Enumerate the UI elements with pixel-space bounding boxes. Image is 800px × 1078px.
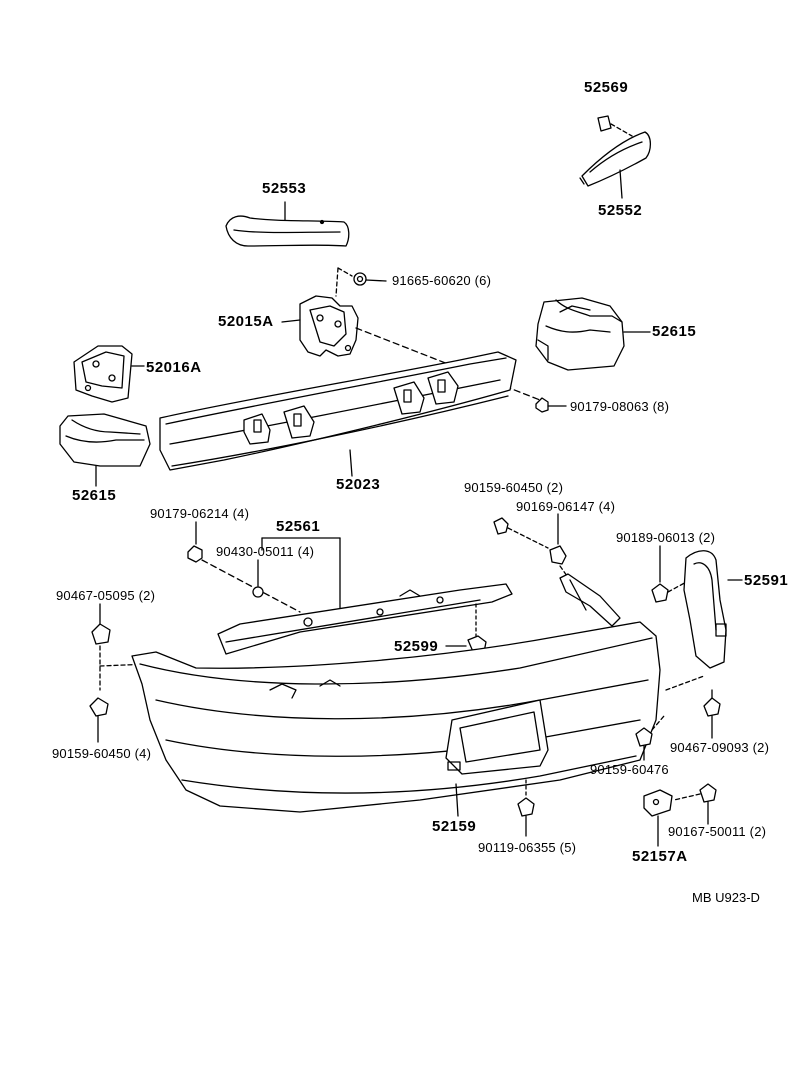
washer-90430-05011 [252, 559, 264, 598]
part-52553-corner-molding [225, 201, 350, 247]
label-52615-left: 52615 [72, 487, 117, 504]
screw-90119-06355 [517, 779, 535, 837]
label-52016A: 52016A [146, 359, 202, 376]
part-52561-retainer [217, 583, 513, 655]
label-52157A: 52157A [632, 848, 688, 865]
label-90119-06355: 90119-06355 (5) [478, 840, 577, 855]
label-52552: 52552 [598, 202, 643, 219]
label-52569: 52569 [584, 79, 629, 96]
part-52569-cap [597, 115, 633, 137]
label-52561: 52561 [276, 518, 321, 535]
nut-90179-06214 [187, 521, 301, 613]
label-52591: 52591 [744, 572, 789, 589]
screw-90159-60450-top [493, 517, 549, 549]
label-52159: 52159 [432, 818, 477, 835]
label-91665-60620: 91665-60620 (6) [392, 273, 492, 288]
label-90179-06214: 90179-06214 (4) [150, 506, 250, 521]
nut-90167-50011 [673, 783, 717, 825]
label-90169-06147: 90169-06147 (4) [516, 499, 616, 514]
part-52615-right-spacer [535, 297, 651, 371]
part-52157A-bracket [643, 789, 673, 847]
part-52015A-bracket [281, 295, 541, 401]
label-90467-09093: 90467-09093 (2) [670, 740, 770, 755]
screw-90159-60476 [635, 715, 665, 761]
part-52615-left-spacer [59, 413, 151, 487]
part-52159-bumper-cover [131, 573, 661, 817]
label-52615-right: 52615 [652, 323, 697, 340]
label-52023: 52023 [336, 476, 381, 493]
diagram-reference-code: MB U923-D [692, 890, 760, 905]
label-52015A: 52015A [218, 313, 274, 330]
part-52591-side-retainer [683, 550, 743, 669]
screw-90159-60450-left [89, 697, 109, 743]
label-90167-50011: 90167-50011 (2) [668, 824, 767, 839]
bracket-52561-leader [261, 537, 341, 613]
part-52023-reinforcement [159, 351, 517, 477]
clip-90467-09093 [665, 675, 721, 739]
label-90179-08063: 90179-08063 (8) [570, 399, 670, 414]
part-52016A-bracket [73, 345, 145, 403]
label-90159-60450-top: 90159-60450 (2) [464, 480, 564, 495]
label-90430-05011: 90430-05011 (4) [216, 544, 315, 559]
part-52552-corner-molding [579, 131, 652, 199]
label-90467-05095: 90467-05095 (2) [56, 588, 156, 603]
label-52553: 52553 [262, 180, 307, 197]
part-52599-clip [445, 603, 487, 655]
label-90159-60476: 90159-60476 [590, 762, 669, 777]
label-90159-60450-left: 90159-60450 (4) [52, 746, 152, 761]
nut-91665 [335, 267, 387, 297]
nut-90179-08063 [535, 397, 567, 413]
label-52599: 52599 [394, 638, 439, 655]
label-90189-06013: 90189-06013 (2) [616, 530, 716, 545]
